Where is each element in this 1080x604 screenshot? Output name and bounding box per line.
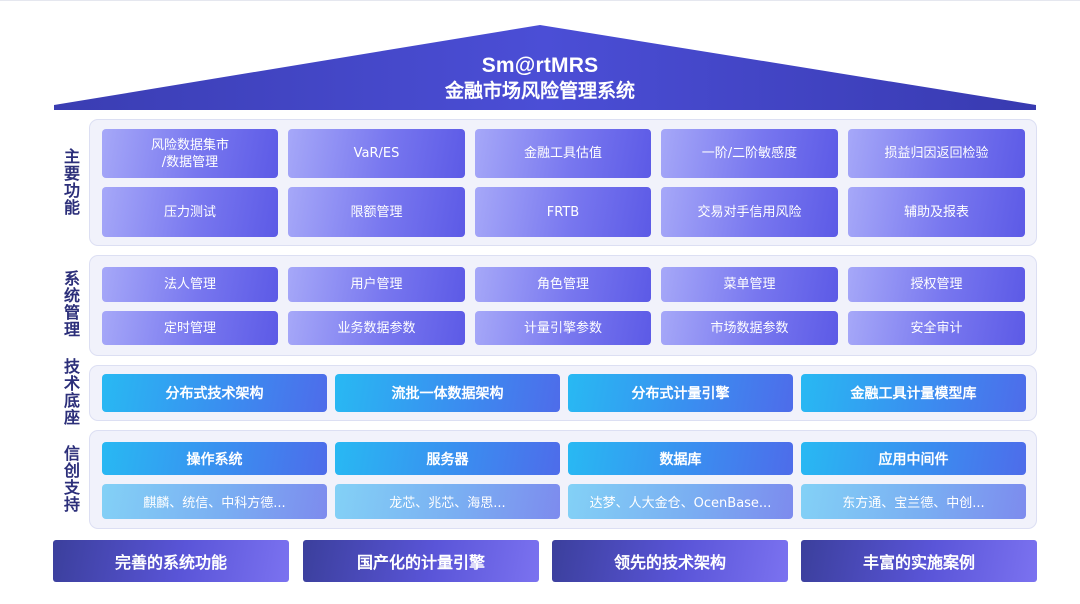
panel-main-functions: 风险数据集市 /数据管理 VaR/ES 金融工具估值 一阶/二阶敏感度 损益归因… bbox=[89, 119, 1037, 246]
roof-banner bbox=[54, 25, 1036, 110]
tech-stream-batch-data[interactable]: 流批一体数据架构 bbox=[335, 374, 560, 412]
mgmt-engine-params[interactable]: 计量引擎参数 bbox=[475, 311, 651, 345]
top-border-line bbox=[0, 0, 1080, 1]
function-var-es[interactable]: VaR/ES bbox=[288, 129, 465, 178]
xc-middleware[interactable]: 应用中间件 bbox=[801, 442, 1026, 475]
feature-complete-functions: 完善的系统功能 bbox=[53, 540, 289, 582]
xc-middleware-vendors: 东方通、宝兰德、中创... bbox=[801, 484, 1026, 519]
row-label-xinchuang: 信 创 支 持 bbox=[63, 444, 80, 514]
mgmt-menu[interactable]: 菜单管理 bbox=[661, 267, 838, 302]
roof-shape bbox=[54, 25, 1036, 110]
function-counterparty-credit-risk[interactable]: 交易对手信用风险 bbox=[661, 187, 838, 237]
function-limit-management[interactable]: 限额管理 bbox=[288, 187, 465, 237]
xc-operating-system[interactable]: 操作系统 bbox=[102, 442, 327, 475]
row-label-tech-foundation: 技 术 底 座 bbox=[63, 357, 80, 427]
xc-server[interactable]: 服务器 bbox=[335, 442, 560, 475]
function-risk-data-mart[interactable]: 风险数据集市 /数据管理 bbox=[102, 129, 278, 178]
mgmt-scheduling[interactable]: 定时管理 bbox=[102, 311, 278, 345]
function-sensitivity[interactable]: 一阶/二阶敏感度 bbox=[661, 129, 838, 178]
roof-title-block: Sm@rtMRS 金融市场风险管理系统 bbox=[0, 55, 1080, 104]
xc-database[interactable]: 数据库 bbox=[568, 442, 793, 475]
mgmt-market-data-params[interactable]: 市场数据参数 bbox=[661, 311, 838, 345]
function-instrument-valuation[interactable]: 金融工具估值 bbox=[475, 129, 651, 178]
function-reporting[interactable]: 辅助及报表 bbox=[848, 187, 1025, 237]
mgmt-role[interactable]: 角色管理 bbox=[475, 267, 651, 302]
feature-domestic-engine: 国产化的计量引擎 bbox=[303, 540, 539, 582]
mgmt-legal-entity[interactable]: 法人管理 bbox=[102, 267, 278, 302]
function-frtb[interactable]: FRTB bbox=[475, 187, 651, 237]
xc-database-vendors: 达梦、人大金仓、OcenBase... bbox=[568, 484, 793, 519]
function-pnl-attribution[interactable]: 损益归因返回检验 bbox=[848, 129, 1025, 178]
mgmt-user[interactable]: 用户管理 bbox=[288, 267, 465, 302]
tech-distributed-engine[interactable]: 分布式计量引擎 bbox=[568, 374, 793, 412]
mgmt-business-data-params[interactable]: 业务数据参数 bbox=[288, 311, 465, 345]
xc-os-vendors: 麒麟、统信、中科方德... bbox=[102, 484, 327, 519]
panel-system-management: 法人管理 用户管理 角色管理 菜单管理 授权管理 定时管理 业务数据参数 计量引… bbox=[89, 255, 1037, 356]
feature-leading-architecture: 领先的技术架构 bbox=[552, 540, 788, 582]
panel-tech-foundation: 分布式技术架构 流批一体数据架构 分布式计量引擎 金融工具计量模型库 bbox=[89, 365, 1037, 421]
panel-xinchuang: 操作系统 服务器 数据库 应用中间件 麒麟、统信、中科方德... 龙芯、兆芯、海… bbox=[89, 430, 1037, 529]
function-stress-test[interactable]: 压力测试 bbox=[102, 187, 278, 237]
tech-model-library[interactable]: 金融工具计量模型库 bbox=[801, 374, 1026, 412]
mgmt-authorization[interactable]: 授权管理 bbox=[848, 267, 1025, 302]
row-label-main-functions: 主 要 功 能 bbox=[63, 147, 80, 217]
system-title: 金融市场风险管理系统 bbox=[444, 80, 635, 102]
row-label-system-management: 系 统 管 理 bbox=[63, 269, 80, 339]
tech-distributed-architecture[interactable]: 分布式技术架构 bbox=[102, 374, 327, 412]
feature-rich-cases: 丰富的实施案例 bbox=[801, 540, 1037, 582]
mgmt-security-audit[interactable]: 安全审计 bbox=[848, 311, 1025, 345]
brand-name: Sm@rtMRS bbox=[481, 54, 599, 77]
xc-server-vendors: 龙芯、兆芯、海思... bbox=[335, 484, 560, 519]
